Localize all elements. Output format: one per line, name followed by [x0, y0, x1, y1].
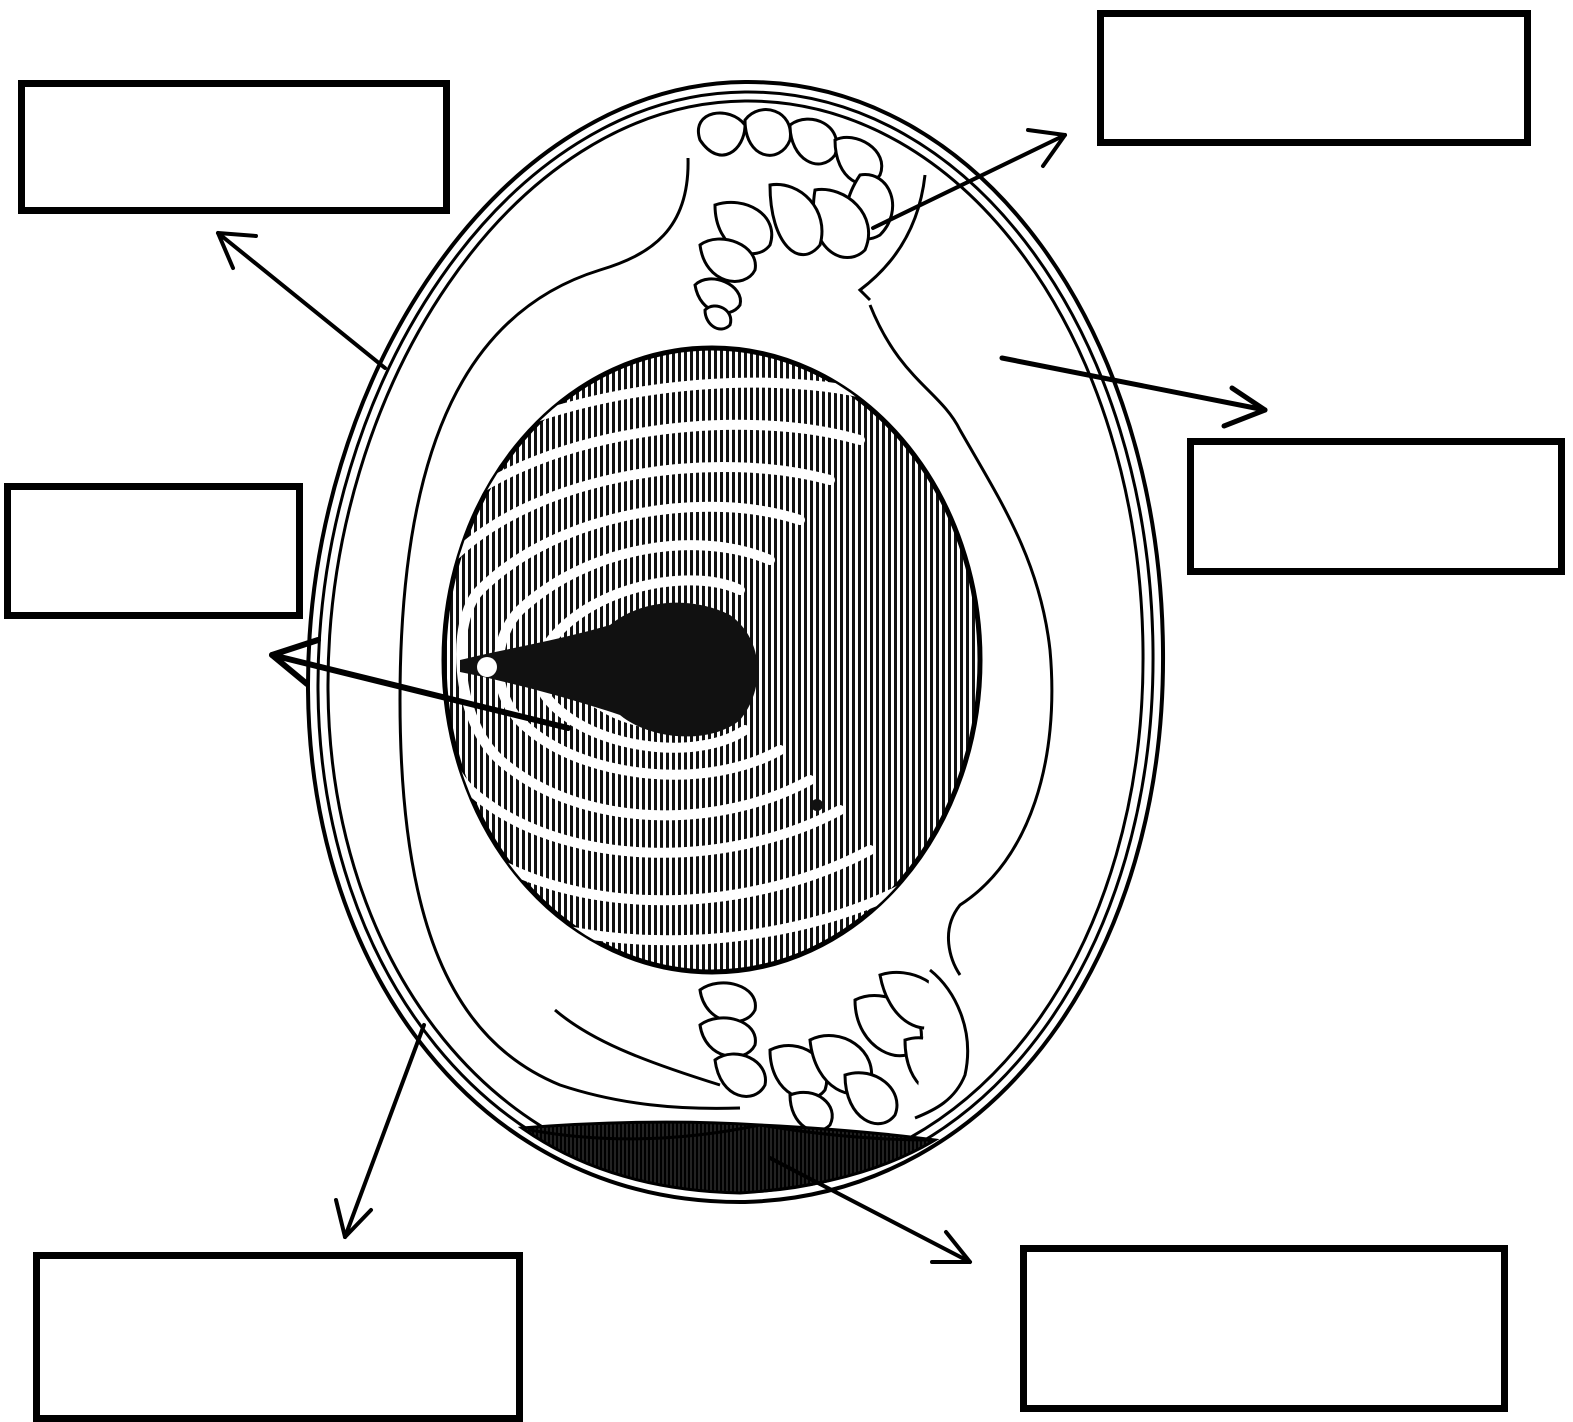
label-box-bottom-left[interactable]	[33, 1252, 523, 1422]
top-chalaza	[695, 110, 893, 329]
arrow-to-bottom-right-box	[770, 1158, 970, 1262]
label-box-mid-right[interactable]	[1187, 438, 1565, 575]
yolk	[400, 339, 980, 980]
label-box-mid-left[interactable]	[4, 483, 303, 619]
bottom-chalaza	[700, 970, 968, 1131]
arrow-to-mid-right-box	[1002, 358, 1265, 426]
arrow-to-bottom-left-box	[336, 1025, 424, 1237]
label-box-top-left[interactable]	[18, 80, 450, 214]
germinal-spot	[477, 657, 497, 677]
label-box-top-right[interactable]	[1097, 10, 1531, 146]
air-cell	[522, 1122, 935, 1193]
yolk-speck	[811, 799, 823, 811]
arrow-to-top-left-box	[218, 233, 385, 368]
label-box-bottom-right[interactable]	[1020, 1245, 1508, 1412]
